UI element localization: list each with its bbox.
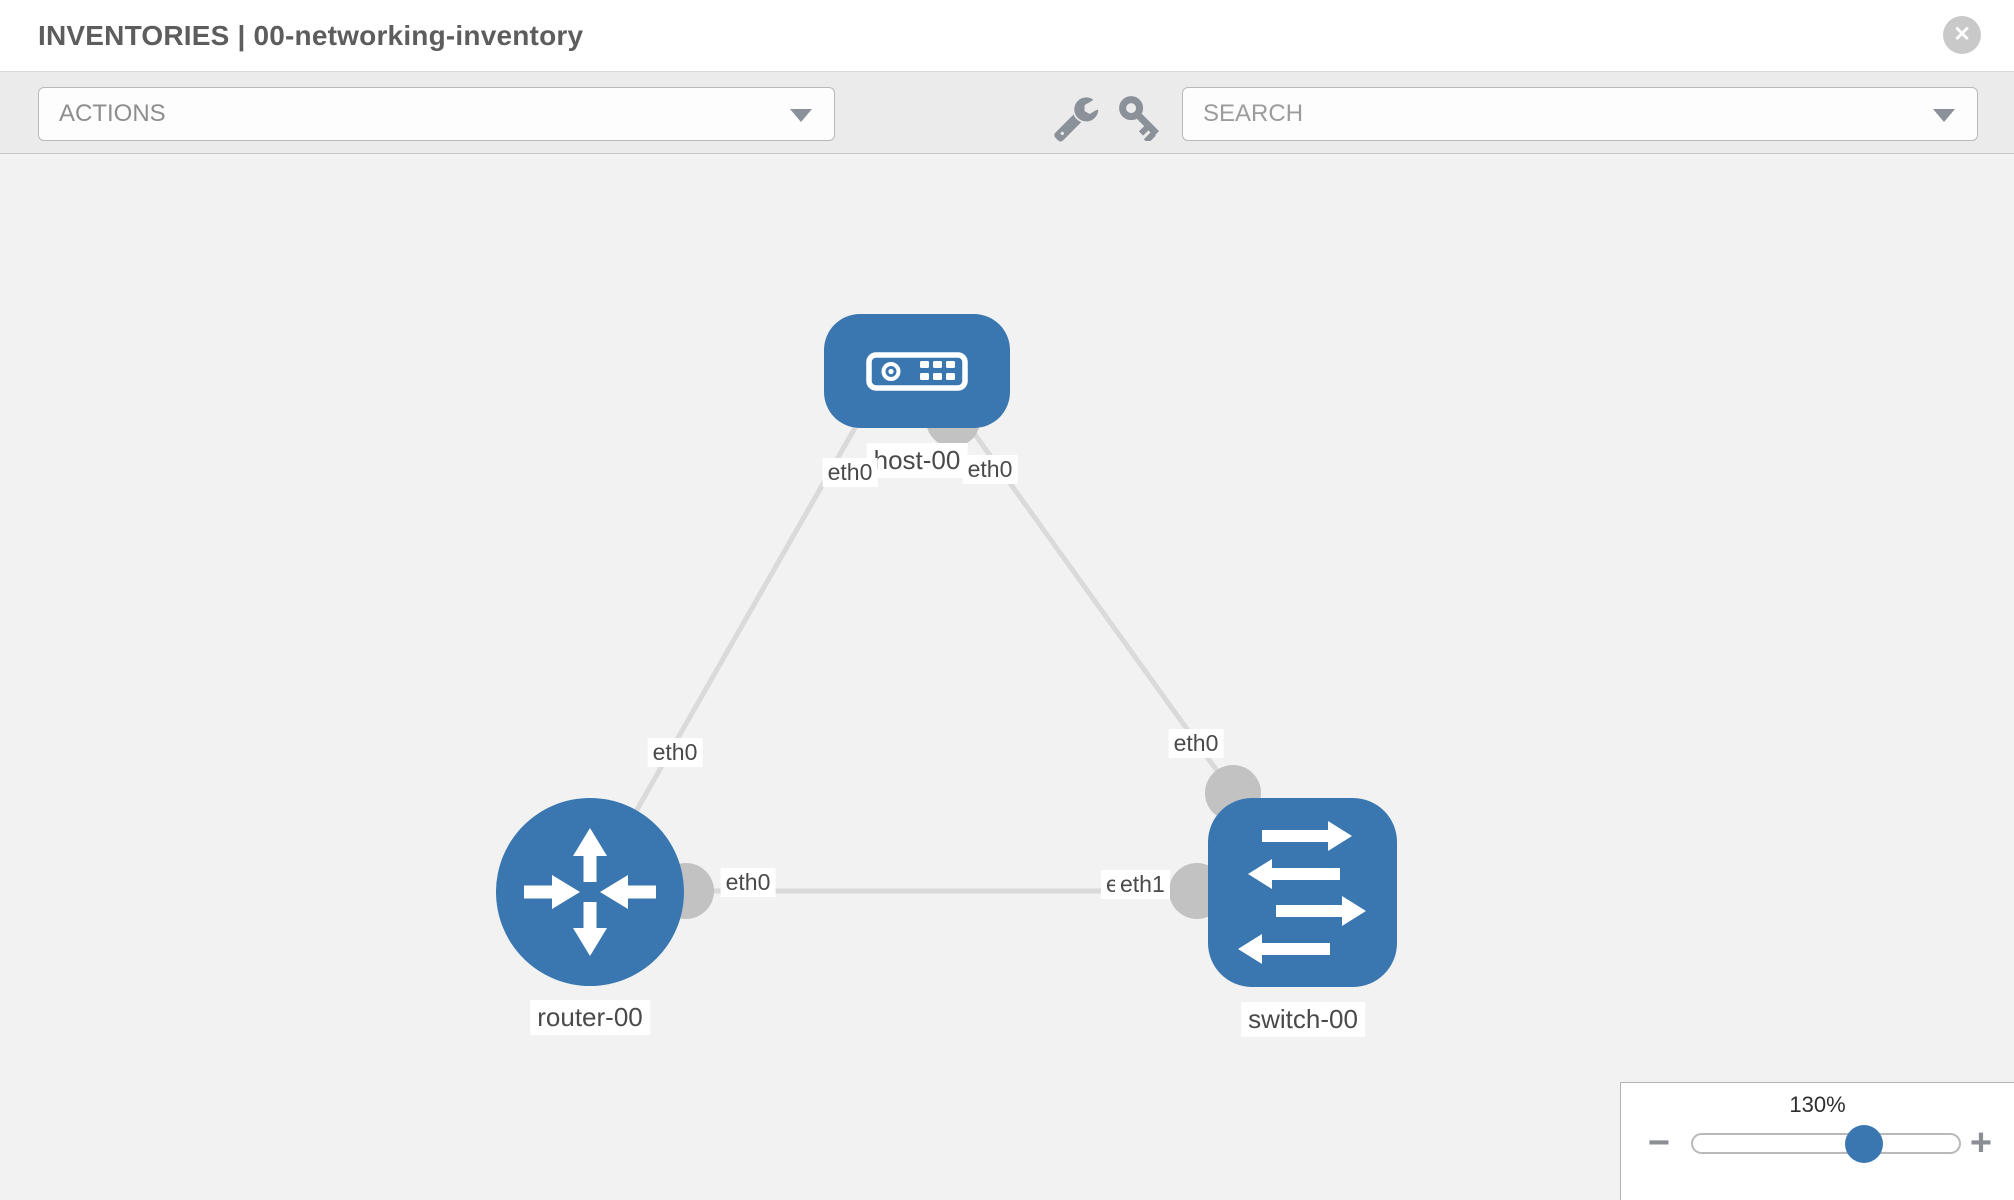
zoom-level: 130%	[1789, 1092, 1846, 1117]
wrench-icon[interactable]	[1052, 94, 1100, 142]
node-label-router: router-00	[530, 1000, 650, 1035]
iface-label-switch-eth1: eth1	[1115, 870, 1170, 899]
topology-graph	[496, 314, 1397, 987]
iface-label-router-eth0-mid: eth0	[720, 868, 776, 897]
actions-dropdown-label: ACTIONS	[59, 100, 166, 127]
key-icon[interactable]	[1118, 95, 1164, 141]
toolbar: ACTIONS SEARCH	[0, 72, 2014, 154]
node-router-00[interactable]	[496, 798, 684, 986]
node-switch-00[interactable]	[1208, 798, 1397, 987]
iface-label-router-eth0-uplink: eth0	[647, 738, 703, 767]
actions-dropdown[interactable]: ACTIONS	[38, 87, 835, 141]
switch-icon	[1238, 821, 1366, 964]
node-label-host: host-00	[866, 443, 968, 478]
window-header: INVENTORIES | 00-networking-inventory ✕	[0, 0, 2014, 72]
node-label-switch: switch-00	[1241, 1002, 1365, 1037]
node-host-00[interactable]	[824, 314, 1010, 428]
chevron-down-icon	[1933, 109, 1955, 122]
zoom-in-button[interactable]: +	[1969, 1122, 1993, 1164]
zoom-slider-track[interactable]	[1691, 1133, 1961, 1154]
topology-canvas: host-00 router-00 switch-00 eth0 eth0 et…	[0, 154, 2014, 1200]
chevron-down-icon	[790, 109, 812, 122]
zoom-panel: 130% − +	[1620, 1082, 2014, 1200]
search-placeholder: SEARCH	[1203, 100, 1304, 127]
page-title: INVENTORIES | 00-networking-inventory	[38, 20, 584, 51]
zoom-out-button[interactable]: −	[1647, 1122, 1671, 1164]
server-icon	[866, 352, 968, 391]
iface-label-host-eth0-left: eth0	[822, 458, 878, 487]
router-icon	[524, 828, 656, 956]
search-input[interactable]: SEARCH	[1182, 87, 1978, 141]
zoom-slider-thumb[interactable]	[1845, 1125, 1883, 1163]
iface-label-switch-eth0-uplink: eth0	[1168, 729, 1224, 758]
close-icon[interactable]: ✕	[1943, 16, 1981, 54]
iface-label-host-eth0-right: eth0	[962, 455, 1018, 484]
